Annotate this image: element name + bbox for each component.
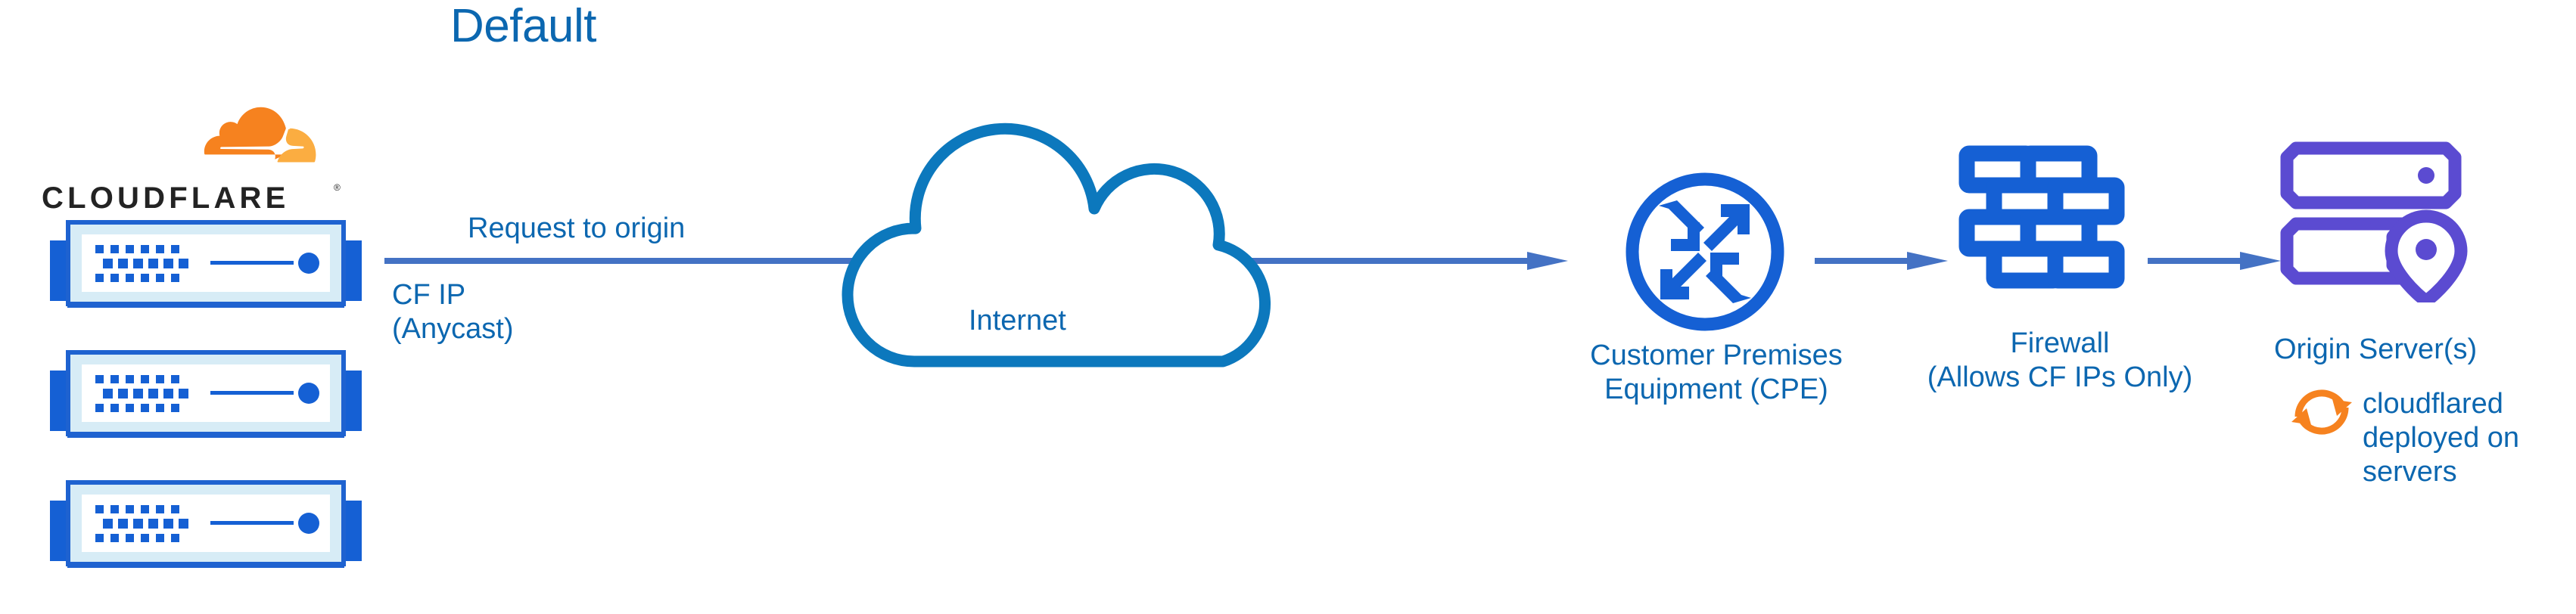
server-rack-icon: [50, 480, 362, 568]
cloud-icon: [842, 122, 1271, 367]
label-cloudflared-deployed: cloudflared deployed on servers: [2363, 388, 2520, 488]
label-internet: Internet: [969, 305, 1066, 336]
label-firewall: Firewall (Allows CF IPs Only): [1927, 327, 2193, 393]
brick-wall-icon: [1958, 145, 2125, 289]
label-customer-premises-equipment: Customer Premises Equipment (CPE): [1590, 340, 1843, 405]
origin-server-node: [2276, 138, 2475, 308]
svg-text:CLOUDFLARE: CLOUDFLARE: [42, 181, 290, 215]
origin-server-icon: [2280, 141, 2468, 308]
label-cf-ip-anycast: CF IP (Anycast): [392, 279, 514, 345]
server-rack-icon: [50, 220, 362, 308]
cloudflared-sync-icon: [2287, 380, 2357, 445]
svg-text:®: ®: [334, 182, 341, 193]
cloudflare-cloud-icon: [204, 107, 316, 163]
cloudflare-edge-server: [32, 478, 380, 591]
cloudflare-wordmark: CLOUDFLARE ®: [42, 181, 341, 215]
arrow-firewall-to-origin: [2148, 251, 2281, 271]
cloudflare-edge-server: [32, 348, 380, 461]
label-origin-server: Origin Server(s): [2274, 333, 2478, 365]
server-rack-icon: [50, 350, 362, 438]
cpe-router-node: [1619, 166, 1790, 337]
cloudflare-logo: CLOUDFLARE ®: [42, 106, 352, 219]
arrow-cpe-to-firewall: [1815, 251, 1948, 271]
cloudflare-edge-server: [32, 218, 380, 331]
firewall-node: [1958, 145, 2125, 315]
router-icon: [1626, 172, 1784, 331]
label-request-to-origin: Request to origin: [468, 212, 686, 244]
page-title: Default: [450, 0, 596, 52]
internet-cloud-node: [842, 112, 1296, 369]
